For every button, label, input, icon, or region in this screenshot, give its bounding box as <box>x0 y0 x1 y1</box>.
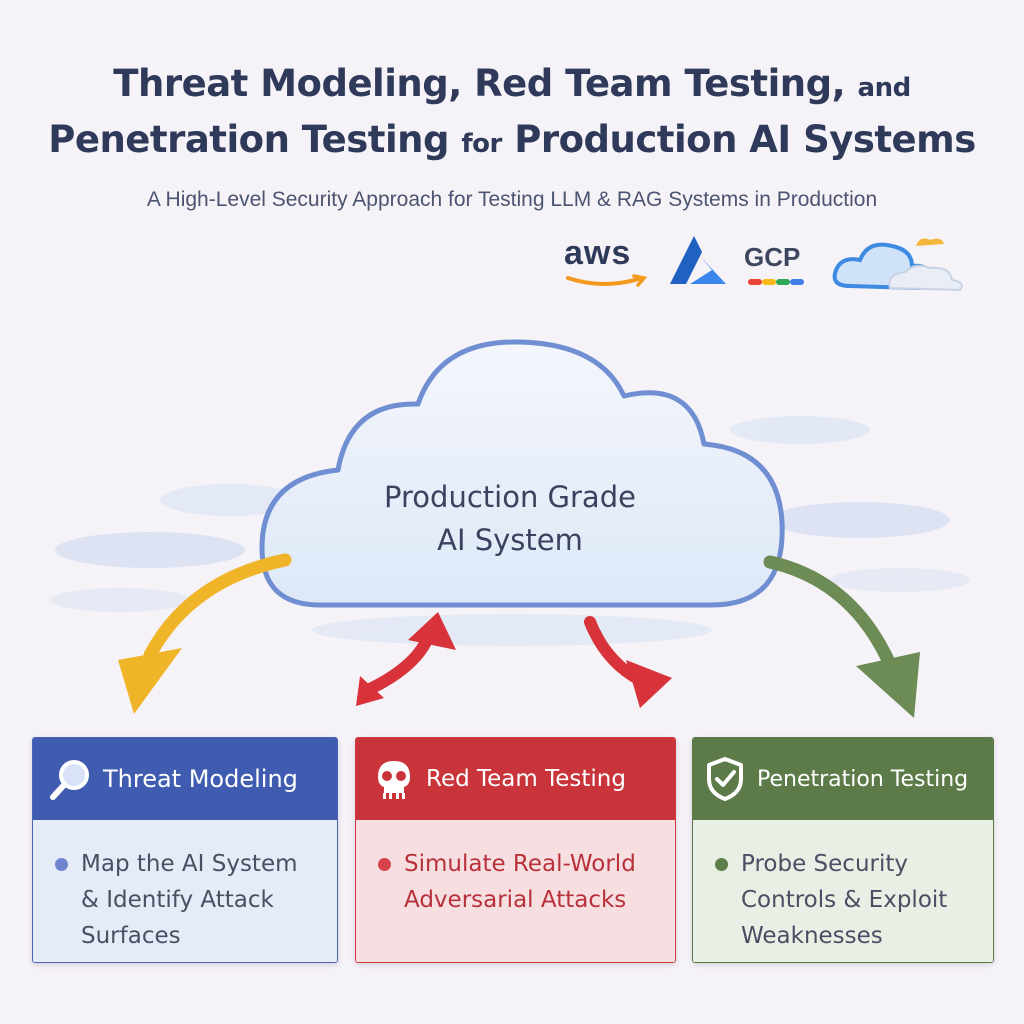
shield-check-icon <box>707 757 743 801</box>
card-threat-body-line-3: Surfaces <box>81 923 181 949</box>
bullet-dot <box>378 858 391 871</box>
magnifier-icon <box>50 760 89 800</box>
gcp-logo: GCP <box>744 242 804 285</box>
arrow-yellow-threat-head <box>118 648 182 714</box>
card-penetration-testing: Penetration Testing Probe Security Contr… <box>692 737 994 963</box>
card-pen-body-line-1: Probe Security <box>741 851 908 877</box>
card-red-body-line-2: Adversarial Attacks <box>404 887 627 913</box>
card-threat-title: Threat Modeling <box>103 765 298 793</box>
arrow-yellow-threat-shaft <box>143 553 292 662</box>
gcp-logo-text: GCP <box>744 242 801 272</box>
card-pen-body-line-2: Controls & Exploit <box>741 887 948 913</box>
title-mid-2: for <box>461 129 502 159</box>
title-main-2a: Penetration Testing <box>48 118 449 161</box>
card-pen-body-line-3: Weaknesses <box>741 923 883 949</box>
arrow-green-pen-head <box>856 652 920 718</box>
title-line-1: Threat Modeling, Red Team Testing, and <box>0 62 1024 105</box>
card-threat-body: Map the AI System & Identify Attack Surf… <box>33 820 337 962</box>
cloud-icon <box>832 238 963 292</box>
card-threat-header: Threat Modeling <box>33 738 337 820</box>
card-pen-title: Penetration Testing <box>757 766 969 792</box>
arrow-red-up-tail <box>356 676 384 706</box>
bullet-dot <box>715 858 728 871</box>
arrow-red-up-head <box>408 612 456 650</box>
card-red-body: Simulate Real-World Adversarial Attacks <box>356 820 675 962</box>
title-main-2b: Production AI Systems <box>514 118 976 161</box>
title-line-2: Penetration Testing for Production AI Sy… <box>0 118 1024 161</box>
skull-icon <box>378 761 410 799</box>
card-threat-body-line-2: & Identify Attack <box>81 887 274 913</box>
card-red-title: Red Team Testing <box>426 766 626 792</box>
subtitle: A High-Level Security Approach for Testi… <box>146 188 878 211</box>
title-main-1: Threat Modeling, Red Team Testing, <box>113 62 846 105</box>
cloud-provider-logos: aws GCP <box>560 228 980 298</box>
cloud-label-line-1: Production Grade <box>384 480 636 514</box>
card-pen-header: Penetration Testing <box>693 738 993 820</box>
arrow-green-pen-shaft <box>763 555 895 667</box>
title-tail-1: and <box>857 73 912 103</box>
azure-icon <box>670 236 726 284</box>
aws-logo: aws <box>564 234 648 287</box>
card-red-header: Red Team Testing <box>356 738 675 820</box>
cloud-label-line-2: AI System <box>437 523 583 557</box>
card-threat-body-line-1: Map the AI System <box>81 851 298 877</box>
aws-smile-icon <box>566 274 648 287</box>
card-pen-body: Probe Security Controls & Exploit Weakne… <box>693 820 993 962</box>
background-haze-clouds <box>50 416 970 646</box>
card-red-body-line-1: Simulate Real-World <box>404 851 636 877</box>
card-red-team-testing: Red Team Testing Simulate Real-World Adv… <box>355 737 676 963</box>
gcp-color-bar-icon <box>748 279 804 285</box>
arrow-red-down-head <box>626 660 672 708</box>
card-threat-modeling: Threat Modeling Map the AI System & Iden… <box>32 737 338 963</box>
aws-logo-text: aws <box>564 234 632 272</box>
production-cloud-shape <box>259 339 785 608</box>
bullet-dot <box>55 858 68 871</box>
